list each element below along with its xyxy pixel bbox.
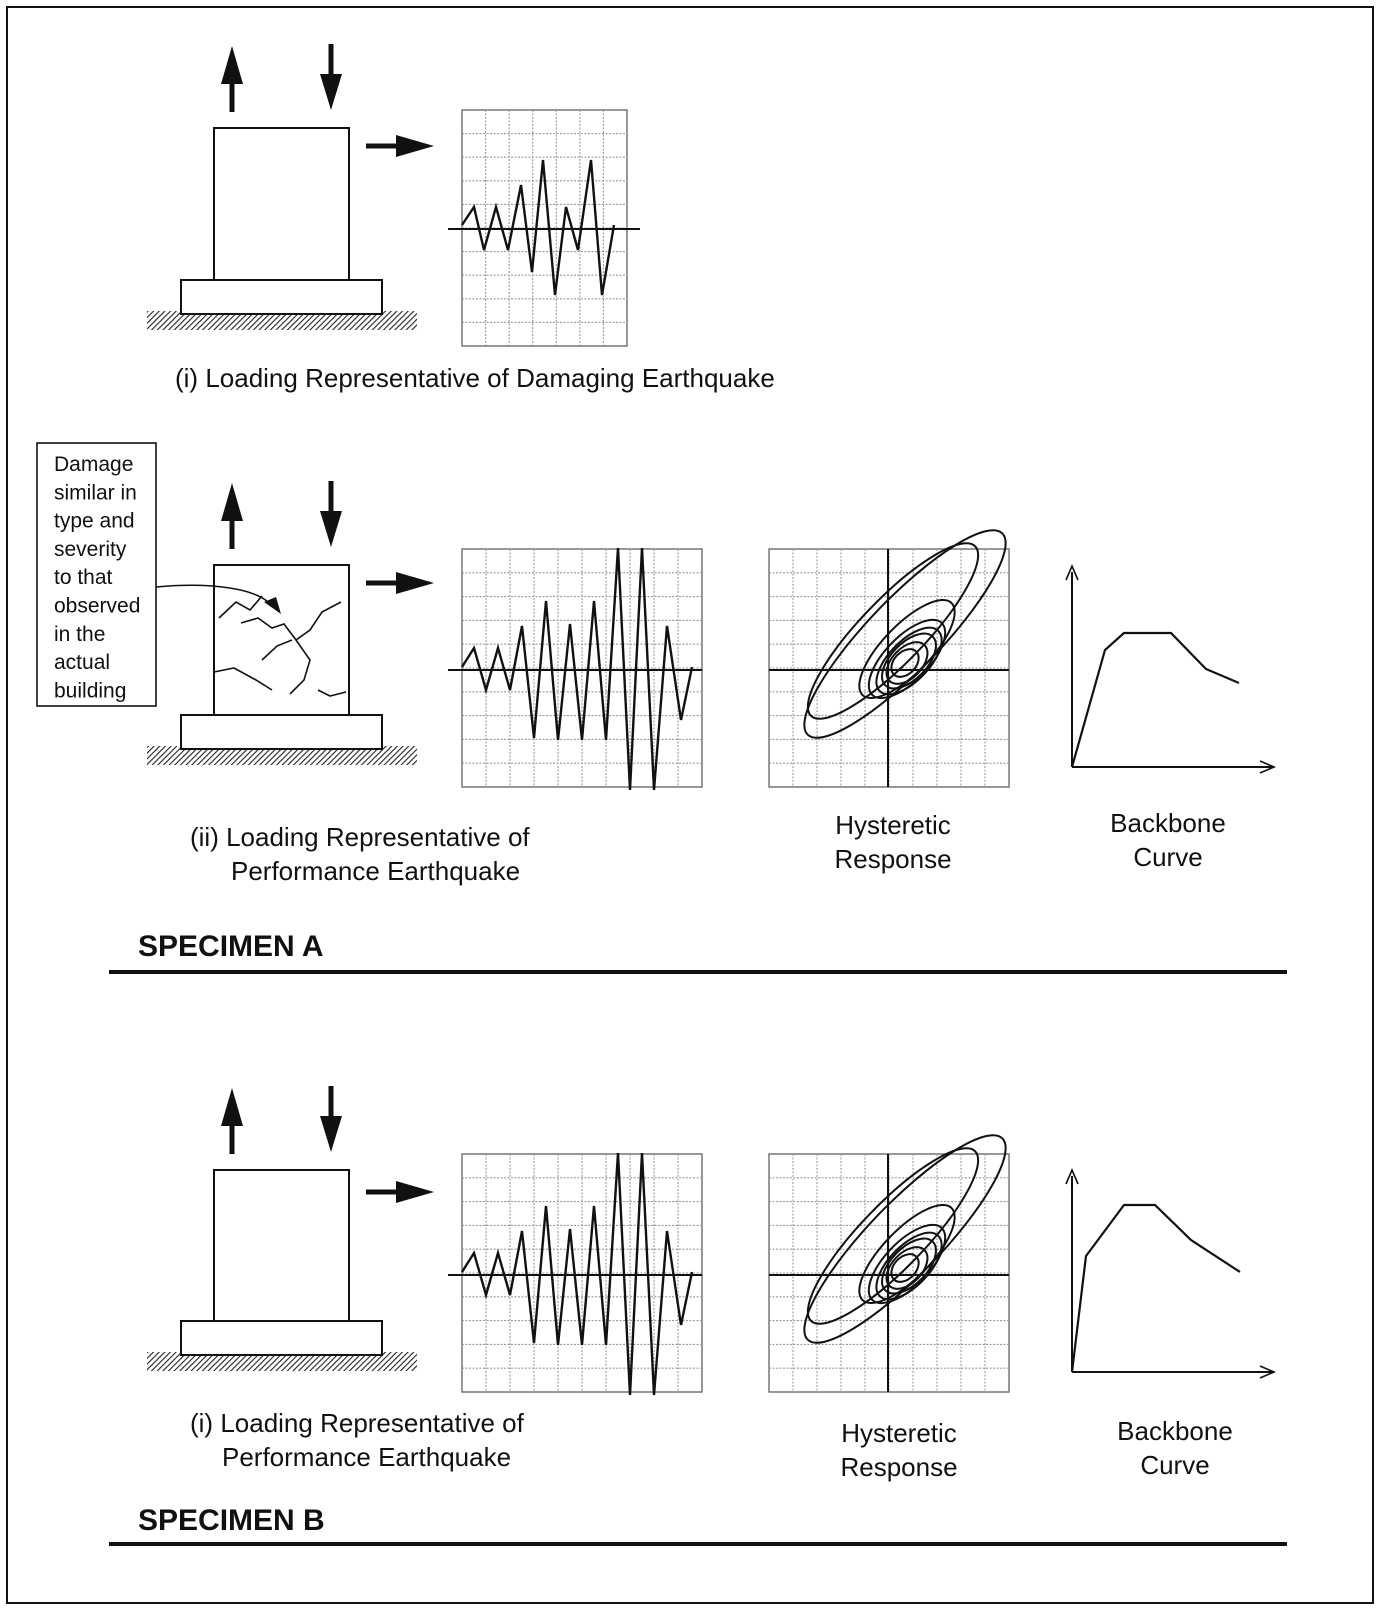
down-arrow-icon (320, 481, 342, 547)
specimen-a-heading: SPECIMEN A (138, 930, 324, 963)
backbone-curve-plot (1065, 1167, 1277, 1379)
load-history-trace (461, 159, 616, 296)
y-axis-arrow-icon (1065, 563, 1079, 581)
caption-damaging: (i) Loading Representative of Damaging E… (175, 363, 775, 393)
hysteresis-loop (806, 542, 980, 720)
hysteresis-loop (890, 1253, 920, 1283)
hysteresis-loop (875, 1231, 943, 1301)
x-axis-arrow-icon (1259, 760, 1277, 774)
damage-note-line: to that (54, 566, 113, 589)
right-arrow-icon (366, 135, 434, 157)
down-arrow-icon (320, 44, 342, 110)
hysteresis-loop (890, 648, 920, 678)
backbone-curve (1070, 631, 1240, 768)
load-history-trace (460, 547, 694, 791)
load-history-grid (461, 548, 703, 788)
ground-hatch (147, 311, 417, 330)
hysteretic-label-line2: Response (834, 844, 951, 874)
damaged-column-specimen (147, 564, 417, 765)
leader-arrow (155, 584, 281, 614)
hysteretic-loops (769, 1134, 1009, 1392)
column (213, 1169, 350, 1322)
backbone-label-line2: Curve (1133, 842, 1202, 872)
hysteresis-loop (881, 632, 937, 690)
backbone-label-line2: Curve (1140, 1450, 1209, 1480)
damage-note-line: observed (54, 595, 140, 618)
backbone-label-line1: Backbone (1110, 808, 1226, 838)
up-arrow-icon (221, 483, 243, 549)
hysteretic-label-line2: Response (840, 1452, 957, 1482)
hysteresis-loop (875, 626, 943, 696)
column-specimen (147, 1169, 417, 1371)
up-arrow-icon (221, 46, 243, 112)
right-arrow-icon (366, 572, 434, 594)
column (213, 127, 350, 281)
damage-note-line: type and (54, 510, 135, 533)
specimen-b-performance-test: (i) Loading Representative of Performanc… (147, 1086, 1277, 1482)
damage-note-line: Damage (54, 453, 133, 476)
damage-note-line: in the (54, 623, 105, 646)
hysteretic-label-line1: Hysteretic (841, 1418, 957, 1448)
backbone-curve (1070, 1203, 1241, 1373)
down-arrow-icon (320, 1086, 342, 1152)
footing (180, 1320, 383, 1356)
damage-note-line: similar in (54, 481, 137, 504)
figure-frame (6, 6, 1374, 1604)
specimen-b-heading: SPECIMEN B (138, 1504, 325, 1537)
hysteresis-loop (806, 1147, 980, 1325)
caption-performance-line1: (i) Loading Representative of (190, 1408, 525, 1438)
hysteretic-label-line1: Hysteretic (835, 810, 951, 840)
specimen-a-performance-test: Damage similar in type and severity to that o… (36, 442, 1277, 886)
column-specimen (147, 127, 417, 330)
damage-note-text: Damage similar in type and severity to that o… (54, 453, 140, 702)
ground-hatch (147, 746, 417, 765)
y-axis-arrow-icon (1065, 1167, 1079, 1185)
damage-note-line: actual (54, 651, 110, 674)
hysteresis-loop (885, 1246, 929, 1290)
caption-performance-line2: Performance Earthquake (231, 856, 520, 886)
footing (180, 714, 383, 750)
caption-performance-line1: (ii) Loading Representative of (190, 822, 530, 852)
load-history-trace (460, 1152, 694, 1396)
up-arrow-icon (221, 1088, 243, 1154)
backbone-label-line1: Backbone (1117, 1416, 1233, 1446)
backbone-curve-plot (1065, 563, 1277, 774)
damage-note-box (36, 442, 157, 707)
specimen-a-damaging-test: (i) Loading Representative of Damaging E… (147, 44, 775, 393)
hysteresis-loop (881, 1237, 937, 1295)
x-axis-arrow-icon (1259, 1365, 1277, 1379)
caption-performance-line2: Performance Earthquake (222, 1442, 511, 1472)
damage-note-line: severity (54, 538, 127, 561)
hysteretic-loops (769, 529, 1009, 787)
footing (180, 279, 383, 315)
column (213, 564, 350, 716)
right-arrow-icon (366, 1181, 434, 1203)
hysteresis-loop (885, 641, 929, 685)
ground-hatch (147, 1352, 417, 1371)
damage-note-line: building (54, 679, 126, 702)
crack-lines (213, 595, 347, 697)
load-history-grid (461, 1153, 703, 1393)
